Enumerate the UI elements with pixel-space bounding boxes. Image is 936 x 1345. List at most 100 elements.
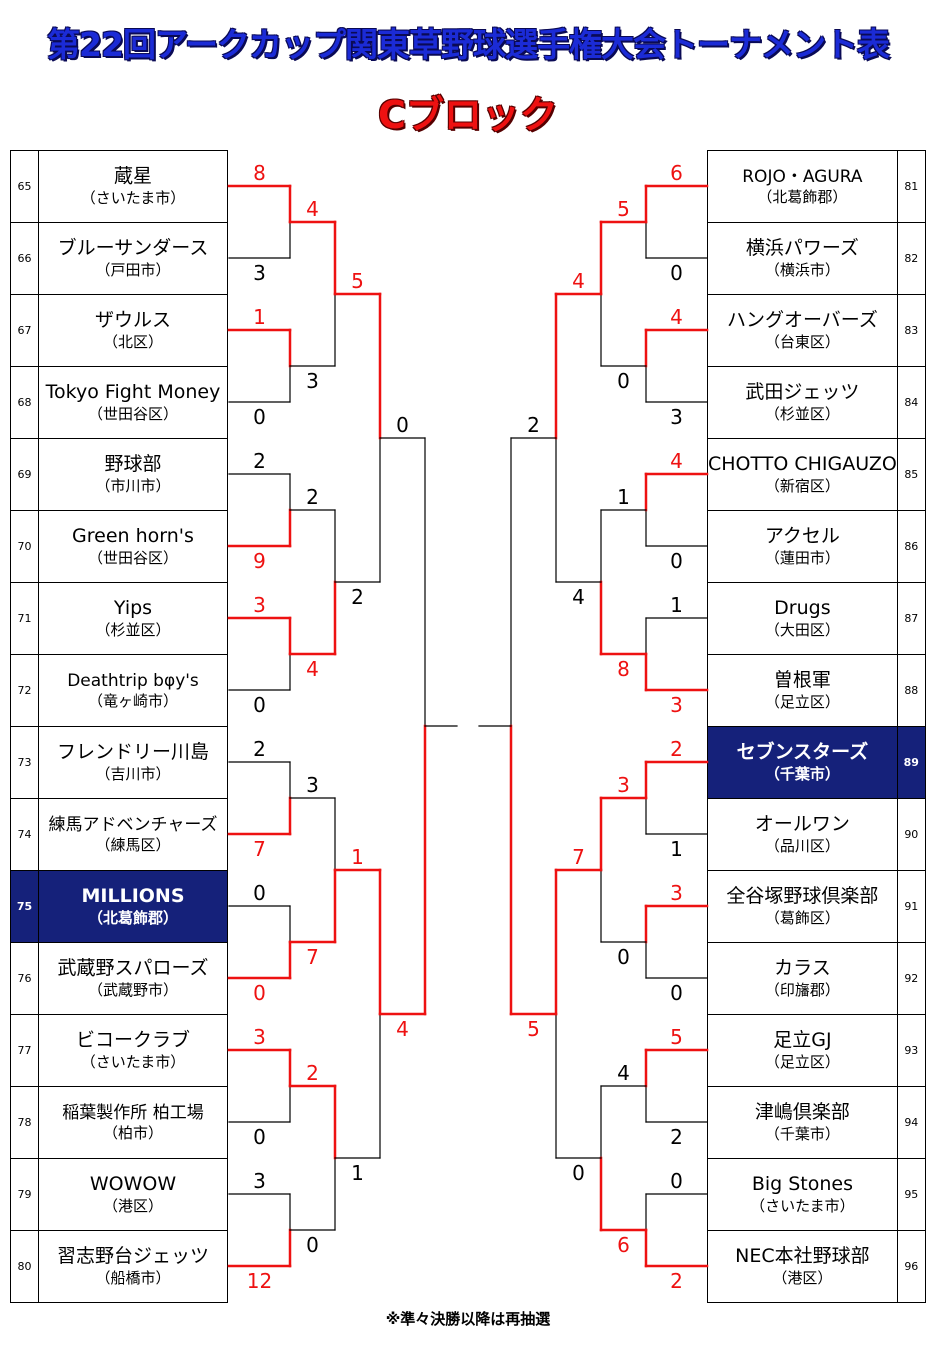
team-row: 津嶋倶楽部（千葉市）94	[707, 1086, 926, 1159]
team-cell: 横浜パワーズ（横浜市）	[707, 222, 898, 295]
team-area: （北葛飾郡）	[87, 909, 178, 927]
team-cell: 曽根軍（足立区）	[707, 654, 898, 727]
score-label: 4	[670, 449, 683, 473]
team-name: オールワン	[754, 813, 850, 836]
team-cell: ハングオーバーズ（台東区）	[707, 294, 898, 367]
team-number: 95	[896, 1158, 926, 1231]
score-label: 4	[572, 585, 585, 609]
score-label: 7	[253, 837, 266, 861]
team-cell: オールワン（品川区）	[707, 798, 898, 871]
team-number: 83	[896, 294, 926, 367]
team-number: 81	[896, 150, 926, 223]
team-name: WOWOW	[89, 1173, 177, 1196]
team-name: NEC本社野球部	[735, 1245, 870, 1268]
team-row: オールワン（品川区）90	[707, 798, 926, 871]
team-cell: ビコークラブ（さいたま市）	[38, 1014, 228, 1087]
score-label: 2	[253, 449, 266, 473]
team-name: MILLIONS	[81, 885, 185, 908]
team-row: ハングオーバーズ（台東区）83	[707, 294, 926, 367]
team-area: （練馬区）	[95, 835, 171, 854]
score-label: 3	[253, 593, 266, 617]
team-number: 82	[896, 222, 926, 295]
team-area: （大田区）	[764, 621, 840, 639]
score-label: 3	[306, 773, 319, 797]
team-name: Green horn's	[72, 525, 194, 548]
score-label: 3	[253, 261, 266, 285]
team-name: 野球部	[104, 453, 162, 476]
score-label: 7	[306, 945, 319, 969]
team-row: CHOTTO CHIGAUZO（新宿区）85	[707, 438, 926, 511]
team-area: （台東区）	[764, 333, 840, 351]
score-label: 0	[253, 405, 266, 429]
team-row: NEC本社野球部（港区）96	[707, 1230, 926, 1303]
team-cell: Deathtrip bφy's（竜ヶ崎市）	[38, 654, 228, 727]
team-row: 横浜パワーズ（横浜市）82	[707, 222, 926, 295]
team-name: 足立GJ	[773, 1029, 832, 1052]
score-label: 4	[306, 197, 319, 221]
score-label: 4	[306, 657, 319, 681]
team-cell: MILLIONS（北葛飾郡）	[38, 870, 228, 943]
team-name: Big Stones	[751, 1173, 853, 1196]
score-label: 2	[670, 737, 683, 761]
team-number: 92	[896, 942, 926, 1015]
team-cell: CHOTTO CHIGAUZO（新宿区）	[707, 438, 898, 511]
team-area: （市川市）	[95, 477, 171, 495]
score-label: 8	[253, 161, 266, 185]
team-name: 全谷塚野球倶楽部	[726, 885, 879, 908]
team-cell: カラス（印旛郡）	[707, 942, 898, 1015]
team-cell: 稲葉製作所 柏工場（柏市）	[38, 1086, 228, 1159]
team-area: （世田谷区）	[87, 549, 178, 567]
score-label: 2	[527, 413, 540, 437]
team-number: 71	[10, 582, 39, 655]
team-number: 86	[896, 510, 926, 583]
team-name: 曽根軍	[773, 669, 831, 692]
team-cell: フレンドリー川島（吉川市）	[38, 726, 228, 799]
team-cell: WOWOW（港区）	[38, 1158, 228, 1231]
team-row: カラス（印旛郡）92	[707, 942, 926, 1015]
team-number: 67	[10, 294, 39, 367]
team-cell: アクセル（蓮田市）	[707, 510, 898, 583]
team-cell: ROJO・AGURA（北葛飾郡）	[707, 150, 898, 223]
score-label: 0	[253, 1125, 266, 1149]
team-area: （足立区）	[764, 1053, 840, 1071]
team-name: ハングオーバーズ	[726, 309, 878, 332]
score-label: 2	[306, 1061, 319, 1085]
score-label: 2	[253, 737, 266, 761]
team-name: ブルーサンダース	[57, 237, 209, 260]
team-name: 津嶋倶楽部	[754, 1101, 850, 1124]
team-number: 93	[896, 1014, 926, 1087]
team-number: 74	[10, 798, 39, 871]
score-label: 4	[572, 269, 585, 293]
team-area: （横浜市）	[764, 261, 840, 279]
team-cell: 蔵星（さいたま市）	[38, 150, 228, 223]
team-row: セブンスターズ（千葉市）89	[707, 726, 926, 799]
score-label: 0	[253, 693, 266, 717]
team-row: 足立GJ（足立区） 93	[707, 1014, 926, 1087]
score-label: 3	[670, 881, 683, 905]
team-area: （世田谷区）	[87, 405, 178, 423]
score-label: 2	[670, 1125, 683, 1149]
score-label: 4	[617, 1061, 630, 1085]
team-name: Drugs	[774, 597, 831, 620]
score-label: 0	[306, 1233, 319, 1257]
team-name: 習志野台ジェッツ	[56, 1245, 209, 1268]
team-number: 84	[896, 366, 926, 439]
team-area: （杉並区）	[764, 405, 840, 423]
score-label: 1	[351, 1161, 364, 1185]
score-label: 3	[253, 1169, 266, 1193]
team-area: （杉並区）	[95, 621, 171, 639]
score-label: 1	[253, 305, 266, 329]
team-area: （武蔵野市）	[87, 981, 178, 999]
team-cell: Big Stones（さいたま市）	[707, 1158, 898, 1231]
team-cell: 練馬アドベンチャーズ（練馬区）	[38, 798, 228, 871]
team-number: 88	[896, 654, 926, 727]
page-title: 第22回アークカップ関東草野球選手権大会トーナメント表	[47, 25, 890, 64]
team-name: Deathtrip bφy's	[67, 670, 199, 691]
score-label: 12	[247, 1269, 272, 1293]
